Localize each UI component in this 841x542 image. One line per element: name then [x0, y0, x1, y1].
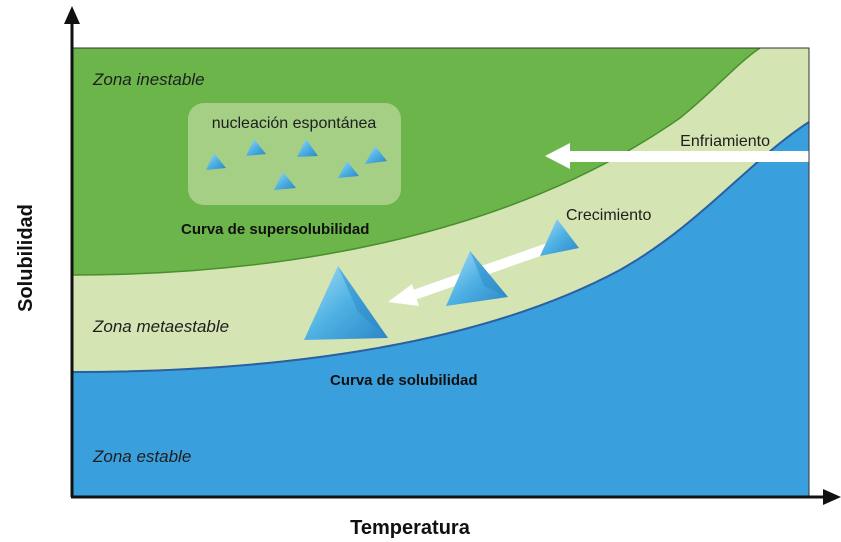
cooling-label: Enfriamiento — [680, 133, 770, 150]
growing-crystals — [304, 219, 579, 340]
crystal-small-icon — [540, 219, 579, 256]
crystal-large-icon — [304, 266, 388, 340]
growth-label: Crecimiento — [566, 207, 651, 224]
crystal-medium-icon — [446, 251, 508, 306]
stable-zone-label: Zona estable — [92, 447, 191, 466]
metastable-zone-label: Zona metaestable — [92, 317, 229, 336]
solubility-curve-line — [72, 121, 809, 373]
small-crystal-icon — [246, 139, 266, 156]
x-axis-arrowhead — [823, 489, 841, 505]
stable-zone — [72, 122, 809, 496]
small-crystal-icon — [206, 153, 226, 170]
supersolubility-curve-line — [72, 48, 761, 276]
y-axis-arrowhead — [64, 6, 80, 24]
x-axis-label: Temperatura — [350, 517, 471, 539]
cooling-arrow — [545, 143, 809, 169]
small-crystal-icon — [274, 172, 296, 190]
small-crystal-icon — [297, 139, 318, 157]
solubility-curve-label: Curva de solubilidad — [330, 372, 478, 389]
nucleation-label: nucleación espontánea — [212, 115, 377, 132]
supersolubility-curve-label: Curva de supersolubilidad — [181, 221, 369, 238]
nucleation-box — [188, 103, 401, 205]
y-axis-label: Solubilidad — [15, 204, 37, 312]
small-crystal-icon — [365, 146, 387, 164]
nucleation-crystals — [206, 139, 387, 190]
small-crystal-icon — [338, 161, 359, 178]
unstable-zone-label: Zona inestable — [92, 70, 205, 89]
